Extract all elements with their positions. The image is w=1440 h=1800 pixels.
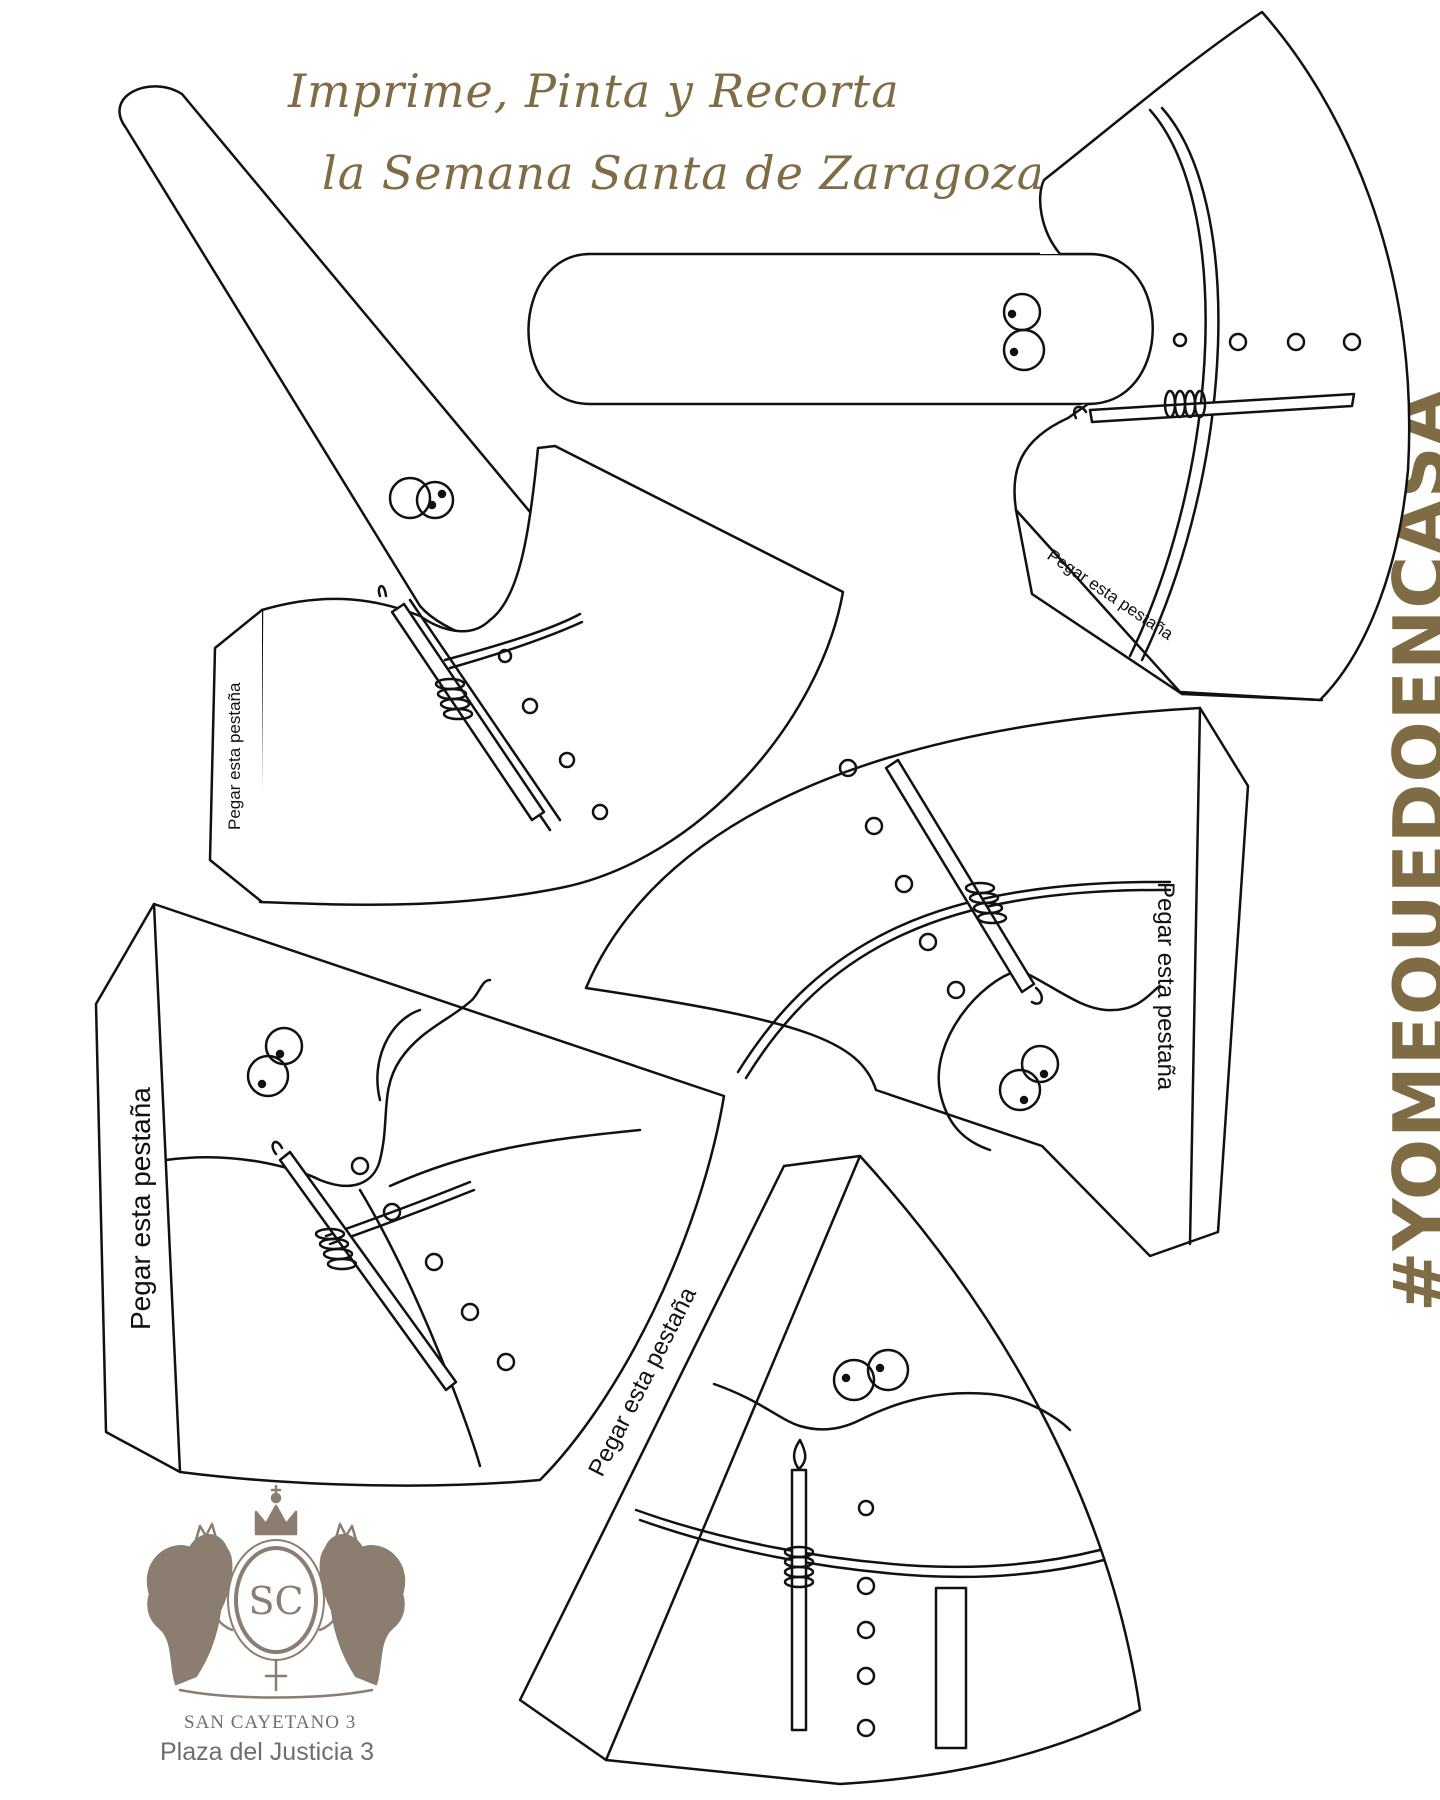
tab-label: Pegar esta pestaña — [1152, 882, 1179, 1091]
monogram: SC — [248, 1579, 303, 1623]
lion-icon — [319, 1522, 406, 1686]
logo-name: SAN CAYETANO 3 — [184, 1712, 357, 1733]
eyes-icon — [1002, 292, 1046, 372]
candle-icon — [884, 758, 1044, 1005]
crown-icon — [254, 1484, 298, 1536]
title-line-1: Imprime, Pinta y Recorta — [288, 64, 900, 118]
tab-label: Pegar esta pestaña — [125, 1087, 156, 1330]
tab-label: Pegar esta pestaña — [225, 682, 244, 830]
robe-middle-right: Pegar esta pestaña — [584, 706, 1250, 1258]
robe-upper-left: Pegar esta pestaña — [208, 444, 845, 906]
logo-address: Plaza del Justicia 3 — [160, 1738, 375, 1766]
hood-pointed-left — [118, 85, 562, 643]
candle-icon — [271, 1140, 458, 1392]
eyes-icon — [388, 476, 455, 520]
candle-icon — [1072, 389, 1356, 424]
eyes-icon — [832, 1348, 910, 1402]
eyes-icon — [246, 1026, 304, 1098]
title-line-2: la Semana Santa de Zaragoza — [322, 146, 1046, 200]
candle-icon — [783, 1438, 815, 1732]
robe-lower-left: Pegar esta pestaña — [94, 902, 726, 1487]
crest-logo: SC — [146, 1484, 406, 1699]
eyes-icon — [998, 1044, 1060, 1112]
hood-horizontal — [527, 252, 1154, 406]
robe-upper-right: Pegar esta pestaña — [1013, 10, 1411, 702]
candle-icon — [377, 585, 546, 822]
lion-icon — [146, 1522, 233, 1686]
